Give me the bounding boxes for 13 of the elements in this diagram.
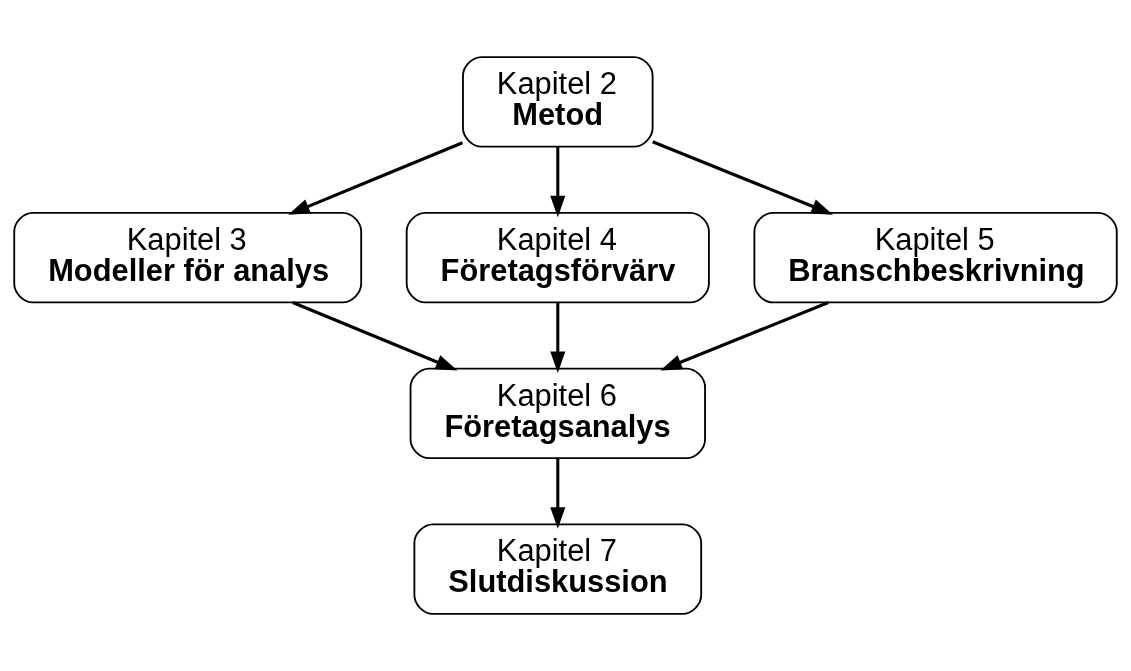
node-box: Kapitel 2 Metod <box>462 56 654 148</box>
arrow <box>550 458 566 529</box>
node-box: Kapitel 6 Företagsanalys <box>409 367 706 459</box>
node-box: Kapitel 4 Företagsförvärv <box>405 212 710 304</box>
node-box: Kapitel 7 Slutdiskussion <box>413 523 703 615</box>
arrow <box>660 301 829 371</box>
arrow <box>550 146 566 218</box>
arrow <box>288 141 464 215</box>
node-box: Kapitel 5 Branschbeskrivning <box>753 212 1118 304</box>
arrow <box>292 301 458 371</box>
node-box: Kapitel 3 Modeller för analys <box>13 212 363 304</box>
arrow <box>652 140 833 215</box>
arrow <box>550 302 566 374</box>
